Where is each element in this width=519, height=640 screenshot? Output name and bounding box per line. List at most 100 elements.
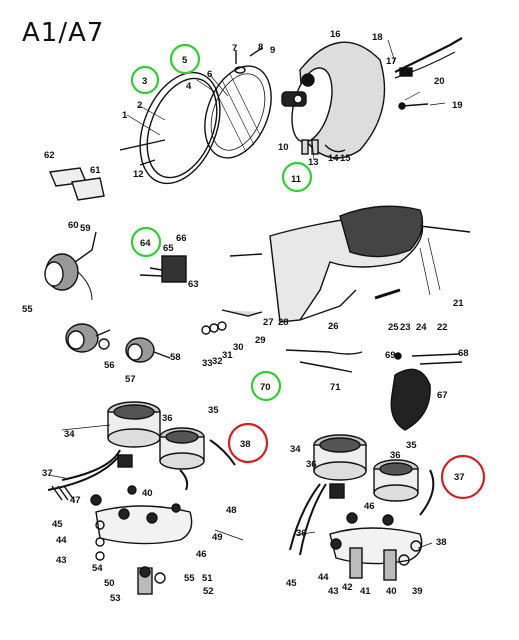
fasteners-right	[330, 512, 422, 581]
part-label: 30	[233, 342, 244, 353]
part-label: 38	[436, 537, 447, 548]
part-label: 44	[56, 535, 67, 546]
part-label: 50	[104, 578, 115, 589]
part-label: 35	[208, 405, 219, 416]
part-label: 43	[328, 586, 339, 597]
highlight-circle-3	[130, 65, 160, 95]
part-label: 70	[260, 382, 271, 393]
diagram-title: A1/A7	[22, 18, 105, 48]
part-label: 16	[330, 29, 341, 40]
part-labels: 1 2 3 4 5 6 7 8 9 10 11 12 13 14 15 16 1…	[22, 29, 469, 604]
headlamp-lens	[204, 65, 272, 159]
part-label: 24	[416, 322, 427, 333]
part-label: 45	[52, 519, 63, 530]
part-label: 71	[330, 382, 341, 393]
highlight-circle-38-left	[227, 422, 269, 464]
part-label: 68	[458, 348, 469, 359]
part-label: 49	[212, 532, 223, 543]
part-label: 21	[453, 298, 464, 309]
part-label: 22	[437, 322, 448, 333]
part-label: 42	[342, 582, 353, 593]
part-label: 64	[140, 238, 151, 249]
part-label: 46	[196, 549, 207, 560]
part-label: 41	[360, 586, 371, 597]
part-label: 12	[133, 169, 144, 180]
highlight-circle-70	[250, 370, 282, 402]
part-label: 66	[176, 233, 187, 244]
part-label: 10	[278, 142, 289, 153]
part-label: 29	[255, 335, 266, 346]
part-label: 6	[207, 69, 212, 80]
indicator-lamp-55	[44, 231, 97, 301]
part-label: 51	[202, 573, 213, 584]
part-label: 31	[222, 350, 233, 361]
part-label: 18	[372, 32, 383, 43]
rear-light-57	[125, 337, 171, 363]
part-label: 19	[452, 100, 463, 111]
part-label: 58	[170, 352, 181, 363]
mount-plate-right	[329, 527, 423, 565]
part-label: 20	[434, 76, 445, 87]
part-label: 45	[286, 578, 297, 589]
wire-harness-head	[394, 37, 463, 110]
part-label: 13	[308, 157, 319, 168]
highlight-circle-5	[169, 43, 201, 75]
part-label: 57	[125, 374, 136, 385]
highlight-circle-38-right	[440, 454, 486, 500]
part-label: 67	[437, 390, 448, 401]
part-label: 59	[80, 223, 91, 234]
part-label: 48	[226, 505, 237, 516]
small-parts-7-9	[234, 47, 263, 74]
part-label: 23	[400, 322, 411, 333]
highlight-circle-64	[130, 226, 162, 258]
washers-30-33	[201, 321, 227, 335]
headlamp-shell	[291, 41, 386, 159]
part-label: 61	[90, 165, 101, 176]
horn-67	[390, 352, 463, 431]
part-label: 53	[110, 593, 121, 604]
screw-12	[139, 159, 156, 166]
rear-lamp-assembly	[221, 205, 471, 323]
part-label: 55	[22, 304, 33, 315]
part-label: 56	[104, 360, 115, 371]
part-label: 36	[390, 450, 401, 461]
leader-lines	[47, 39, 446, 549]
part-label: 5	[182, 55, 188, 66]
speedometer-right	[313, 434, 367, 481]
part-label: 47	[70, 495, 81, 506]
tachometer-left	[159, 427, 205, 470]
part-label: 1	[122, 110, 128, 121]
part-label: 34	[64, 429, 75, 440]
coil-63	[139, 255, 187, 283]
part-label: 69	[385, 350, 396, 361]
part-label: 33	[202, 358, 213, 369]
part-label: 7	[232, 43, 237, 54]
part-label: 62	[44, 150, 55, 161]
wiring-right	[289, 469, 435, 556]
part-label: 2	[137, 100, 142, 111]
part-label: 35	[406, 440, 417, 451]
speedometer-left	[107, 401, 161, 448]
part-label: 38	[240, 439, 251, 450]
part-label: 17	[386, 56, 397, 67]
part-label: 9	[270, 45, 275, 56]
part-label: 27	[263, 317, 274, 328]
part-label: 36	[162, 413, 173, 424]
part-label: 34	[290, 444, 301, 455]
part-label: 3	[142, 76, 147, 87]
part-label: 32	[212, 356, 223, 367]
part-label: 55	[184, 573, 195, 584]
part-label: 36	[306, 459, 317, 470]
part-label: 44	[318, 572, 329, 583]
part-label: 4	[186, 81, 192, 92]
part-label: 14	[328, 153, 339, 164]
small-parts-13-15	[301, 139, 346, 155]
headlamp-bolt	[119, 139, 166, 151]
part-label: 11	[291, 174, 302, 185]
cable-70-71	[285, 349, 363, 373]
bracket-61-62	[48, 167, 105, 201]
part-label: 63	[188, 279, 199, 290]
part-label: 54	[92, 563, 103, 574]
rear-light-56	[65, 323, 111, 353]
